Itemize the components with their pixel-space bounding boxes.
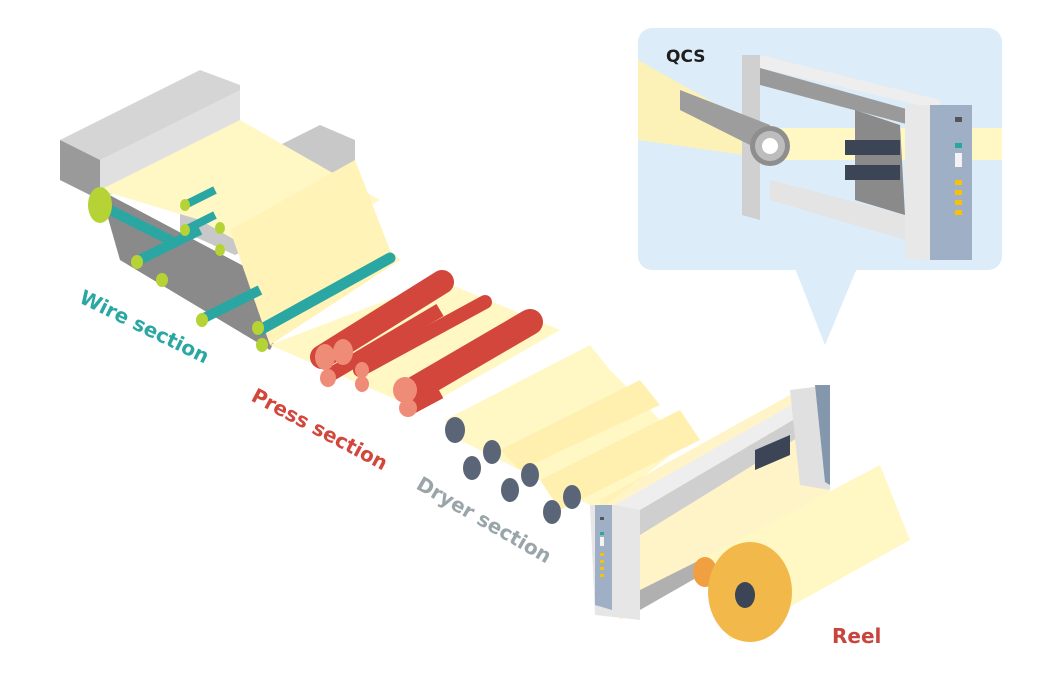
qcs-label: QCS: [666, 47, 706, 67]
reel-label: Reel: [832, 624, 881, 648]
dryer-section-label: Dryer section: [413, 472, 556, 569]
dryer-section-machine: [445, 345, 700, 524]
press-section-machine: [270, 270, 560, 417]
qcs-callout: [638, 28, 1002, 345]
reel-station-machine: [590, 385, 910, 642]
wire-section-machine: [60, 70, 400, 352]
press-section-label: Press section: [248, 383, 392, 475]
